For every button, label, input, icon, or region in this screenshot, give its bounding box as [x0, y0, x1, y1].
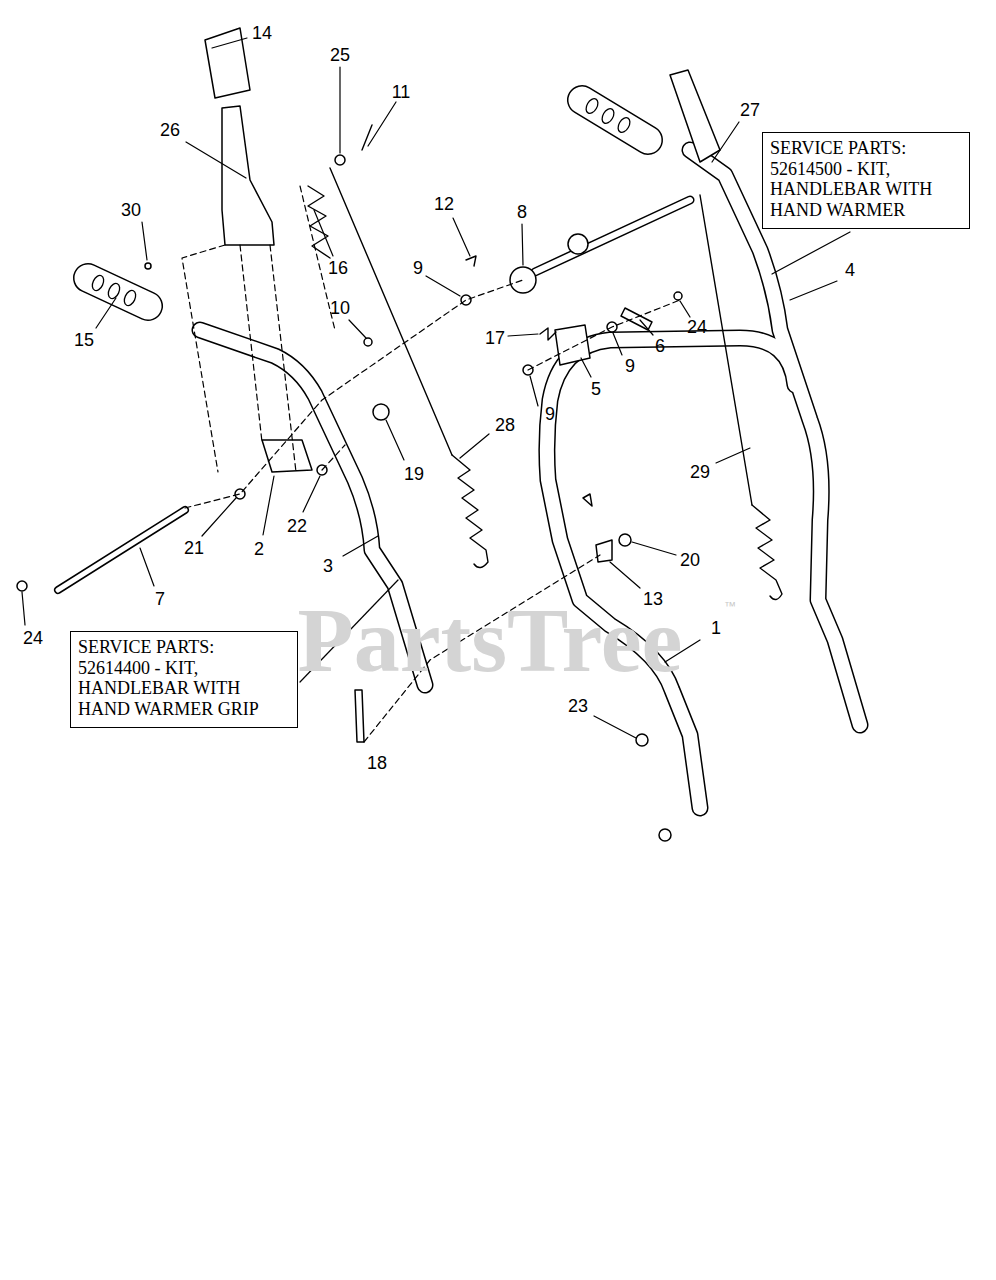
service-parts-box: SERVICE PARTS: 52614500 - KIT, HANDLEBAR…	[762, 132, 970, 229]
callout-number: 8	[517, 203, 527, 221]
callout-number: 24	[687, 318, 707, 336]
callout-number: 11	[392, 83, 411, 101]
callout-number: 15	[74, 331, 94, 349]
callout-number: 14	[252, 24, 272, 42]
callout-number: 23	[568, 697, 588, 715]
callout-number: 29	[690, 463, 710, 481]
watermark: PartsTree	[298, 594, 683, 686]
callout-number: 22	[287, 517, 307, 535]
callout-number: 9	[625, 357, 635, 375]
trademark-mark: ™	[724, 600, 736, 612]
callout-number: 9	[413, 259, 423, 277]
callout-number: 17	[485, 329, 505, 347]
callout-number: 27	[740, 101, 760, 119]
callout-number: 30	[121, 201, 141, 219]
service-parts-note: SERVICE PARTS: 52614400 - KIT, HANDLEBAR…	[78, 637, 290, 720]
callout-number: 6	[655, 337, 665, 355]
callout-number: 19	[404, 465, 424, 483]
callout-number: 16	[328, 259, 348, 277]
callout-number: 2	[254, 540, 264, 558]
callout-number: 20	[680, 551, 700, 569]
callout-number: 9	[545, 405, 555, 423]
callout-number: 28	[495, 416, 515, 434]
callout-number: 24	[23, 629, 43, 647]
callout-number: 10	[330, 299, 350, 317]
callout-number: 12	[434, 195, 454, 213]
service-parts-note: SERVICE PARTS: 52614500 - KIT, HANDLEBAR…	[770, 138, 962, 221]
callout-number: 21	[184, 539, 204, 557]
callout-number: 3	[323, 557, 333, 575]
callout-number: 18	[367, 754, 387, 772]
callout-number: 25	[330, 46, 350, 64]
callout-number: 4	[845, 261, 855, 279]
callout-number: 26	[160, 121, 180, 139]
callout-number: 7	[155, 590, 165, 608]
callout-number: 1	[711, 619, 721, 637]
service-parts-box: SERVICE PARTS: 52614400 - KIT, HANDLEBAR…	[70, 631, 298, 728]
callout-number: 5	[591, 380, 601, 398]
